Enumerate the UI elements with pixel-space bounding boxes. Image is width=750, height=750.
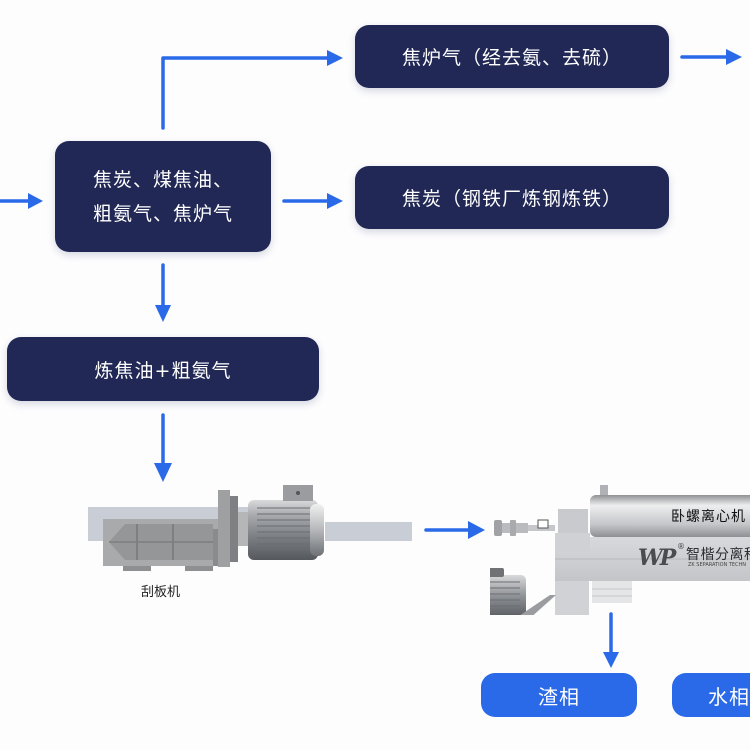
arrow-to-coke: [282, 193, 343, 209]
arrow-input: [0, 193, 43, 209]
scraper-label: 刮板机: [141, 585, 181, 600]
brand-name: 智楷分离科: [686, 547, 750, 563]
node-coke: 焦炭（钢铁厂炼钢炼铁）: [355, 166, 669, 229]
node-coke-products: 焦炭、煤焦油、 粗氨气、焦炉气: [55, 141, 271, 252]
arrow-to-residue-phase: [603, 612, 619, 668]
node-coke-products-line-1: 焦炭、煤焦油、: [92, 168, 233, 191]
arrow-to-scraper: [154, 413, 172, 482]
arrow-to-coke-oven-gas: [161, 50, 343, 130]
arrow-coke-oven-gas-out: [680, 49, 742, 65]
arrow-to-tar-ammonia: [155, 263, 171, 322]
centrifuge-label: 卧螺离心机: [671, 509, 746, 525]
registered-mark: ®: [677, 542, 685, 551]
node-coke-oven-gas-label: 焦炉气（经去氨、去硫）: [401, 47, 622, 69]
node-coke-products-line-2: 粗氨气、焦炉气: [92, 202, 233, 225]
node-residue-phase-label: 渣相: [538, 684, 580, 709]
node-water-phase: 水相: [672, 673, 750, 717]
node-coke-oven-gas: 焦炉气（经去氨、去硫）: [355, 25, 669, 88]
node-residue-phase: 渣相: [481, 673, 637, 717]
brand-subtitle: ZK SEPARATION TECHN: [688, 562, 747, 568]
centrifuge-machine: [490, 485, 750, 615]
node-tar-ammonia: 炼焦油+粗氨气: [7, 337, 319, 401]
node-tar-ammonia-label: 炼焦油+粗氨气: [94, 359, 232, 382]
brand-logo: WP: [638, 545, 676, 571]
node-coke-label: 焦炭（钢铁厂炼钢炼铁）: [401, 188, 622, 210]
node-water-phase-label: 水相: [708, 684, 750, 709]
scraper-machine: [88, 485, 412, 571]
arrow-to-centrifuge: [424, 521, 485, 539]
